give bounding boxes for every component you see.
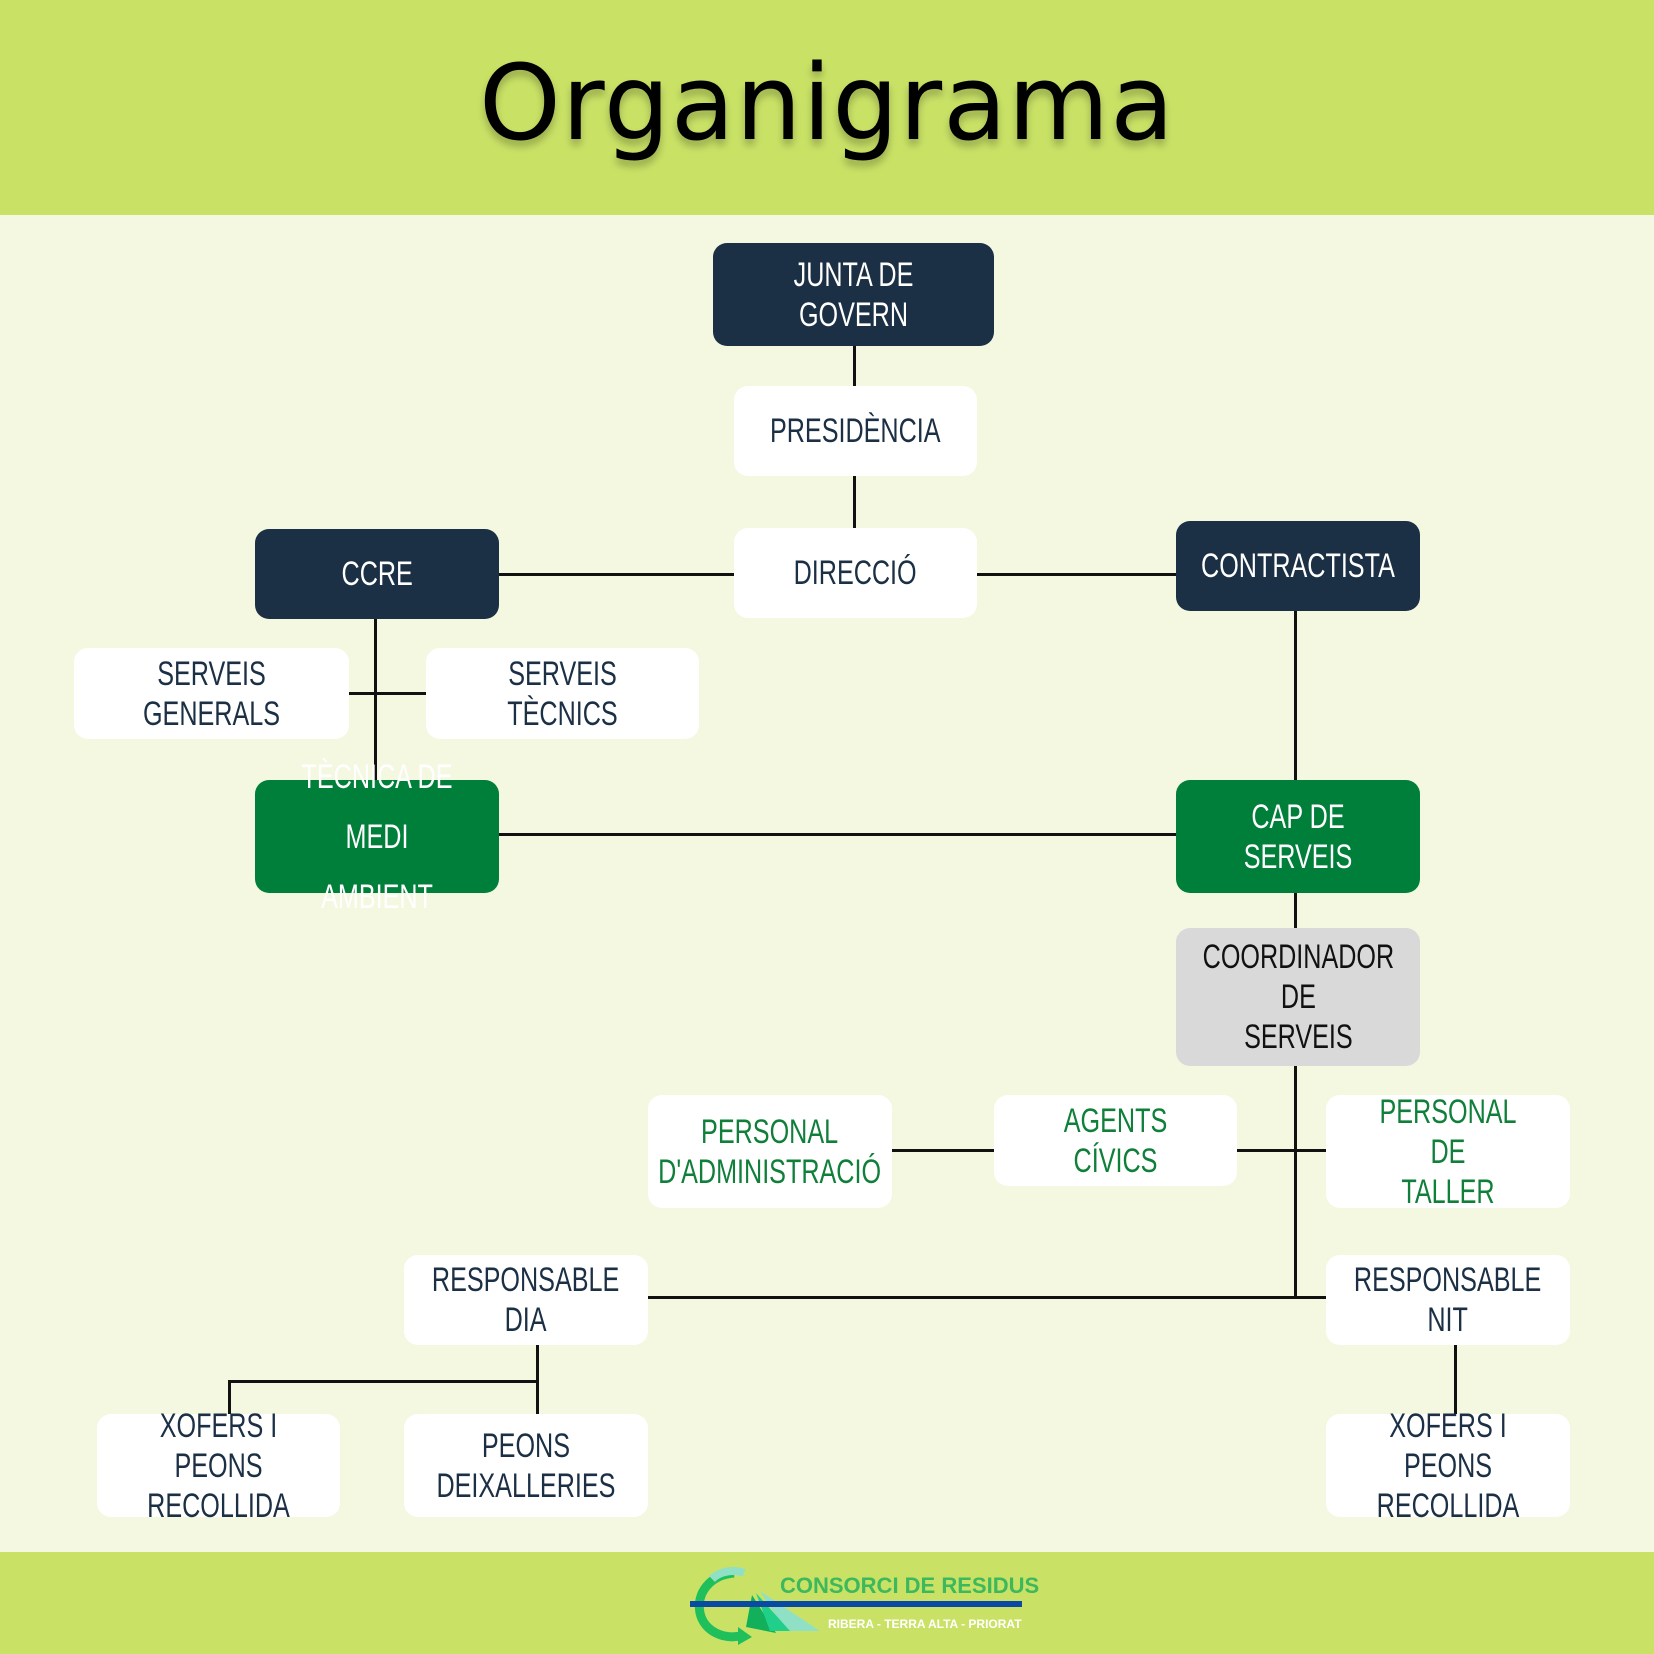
node-peons-deixalleries: PEONS DEIXALLERIES: [404, 1414, 648, 1517]
node-label: PEONS DEIXALLERIES: [436, 1426, 616, 1505]
connector-cap-coordinador: [1294, 893, 1297, 929]
node-xofers-peons-nit: XOFERS I PEONS RECOLLIDA: [1326, 1407, 1570, 1525]
node-responsable-nit: RESPONSABLE NIT: [1326, 1255, 1570, 1345]
node-personal-administracio: PERSONAL D'ADMINISTRACIÓ: [648, 1095, 892, 1208]
node-agents-civics: AGENTS CÍVICS: [994, 1095, 1237, 1186]
connector-direccio-contractista: [976, 573, 1176, 576]
node-label: CAP DE SERVEIS: [1243, 797, 1353, 876]
consorci-logo: CONSORCI DE RESIDUS RIBERA - TERRA ALTA …: [690, 1565, 1039, 1645]
node-contractista: CONTRACTISTA: [1176, 521, 1420, 611]
page-title: Organigrama: [479, 41, 1175, 164]
node-tecnica-medi-ambient: TÈCNICA DE MEDI AMBIENT: [255, 758, 499, 916]
logo-subtitle: RIBERA - TERRA ALTA - PRIORAT: [828, 1617, 1022, 1631]
connector-admin-agents: [892, 1149, 994, 1152]
connector-junta-presidencia: [853, 345, 856, 387]
node-label: TÈCNICA DE MEDI AMBIENT: [301, 757, 453, 916]
connector-agents-taller: [1236, 1149, 1326, 1152]
connector-presidencia-direccio: [853, 475, 856, 528]
connector-dia-branch: [228, 1380, 539, 1383]
node-label: JUNTA DE GOVERN: [793, 255, 914, 334]
connector-contractista-cap: [1294, 610, 1297, 782]
node-presidencia: PRESIDÈNCIA: [734, 386, 977, 476]
node-label: XOFERS I PEONS RECOLLIDA: [147, 1406, 290, 1525]
header-banner: Organigrama: [0, 0, 1654, 215]
node-coordinador-de-serveis: COORDINADOR DE SERVEIS: [1176, 928, 1420, 1066]
connector-ccre-direccio: [498, 573, 734, 576]
node-cap-de-serveis: CAP DE SERVEIS: [1176, 780, 1420, 893]
connector-dia-nit: [648, 1296, 1326, 1299]
node-junta-de-govern: JUNTA DE GOVERN: [713, 243, 994, 346]
connector-xofers-dia: [228, 1380, 231, 1415]
node-label: CCRE: [341, 555, 413, 593]
node-responsable-dia: RESPONSABLE DIA: [404, 1255, 648, 1345]
connector-serveis-generals-tecnics: [348, 692, 426, 695]
node-label: SERVEIS GENERALS: [142, 654, 281, 733]
node-serveis-generals: SERVEIS GENERALS: [74, 648, 349, 739]
connector-nit-xofers: [1454, 1345, 1457, 1415]
node-personal-taller: PERSONAL DE TALLER: [1326, 1093, 1570, 1211]
connector-coordinador-trunk: [1294, 1065, 1297, 1298]
node-label: PERSONAL DE TALLER: [1379, 1092, 1517, 1211]
node-label: PERSONAL D'ADMINISTRACIÓ: [658, 1112, 882, 1191]
node-ccre: CCRE: [255, 529, 499, 619]
connector-tecnica-cap: [498, 833, 1176, 836]
node-label: RESPONSABLE DIA: [432, 1261, 620, 1339]
node-label: DIRECCIÓ: [793, 554, 917, 592]
node-label: XOFERS I PEONS RECOLLIDA: [1376, 1406, 1520, 1525]
node-label: COORDINADOR DE SERVEIS: [1202, 938, 1394, 1056]
node-xofers-peons-dia: XOFERS I PEONS RECOLLIDA: [97, 1407, 340, 1525]
logo-name: CONSORCI DE RESIDUS: [780, 1573, 1040, 1598]
node-direccio: DIRECCIÓ: [734, 528, 977, 618]
node-label: CONTRACTISTA: [1201, 547, 1395, 585]
connector-ccre-tecnica: [374, 618, 377, 782]
node-label: SERVEIS TÈCNICS: [507, 654, 618, 733]
node-label: RESPONSABLE NIT: [1354, 1261, 1542, 1339]
node-label: AGENTS CÍVICS: [1063, 1101, 1168, 1180]
node-label: PRESIDÈNCIA: [770, 412, 941, 450]
logo-bar: [690, 1601, 1022, 1607]
node-serveis-tecnics: SERVEIS TÈCNICS: [426, 648, 699, 739]
